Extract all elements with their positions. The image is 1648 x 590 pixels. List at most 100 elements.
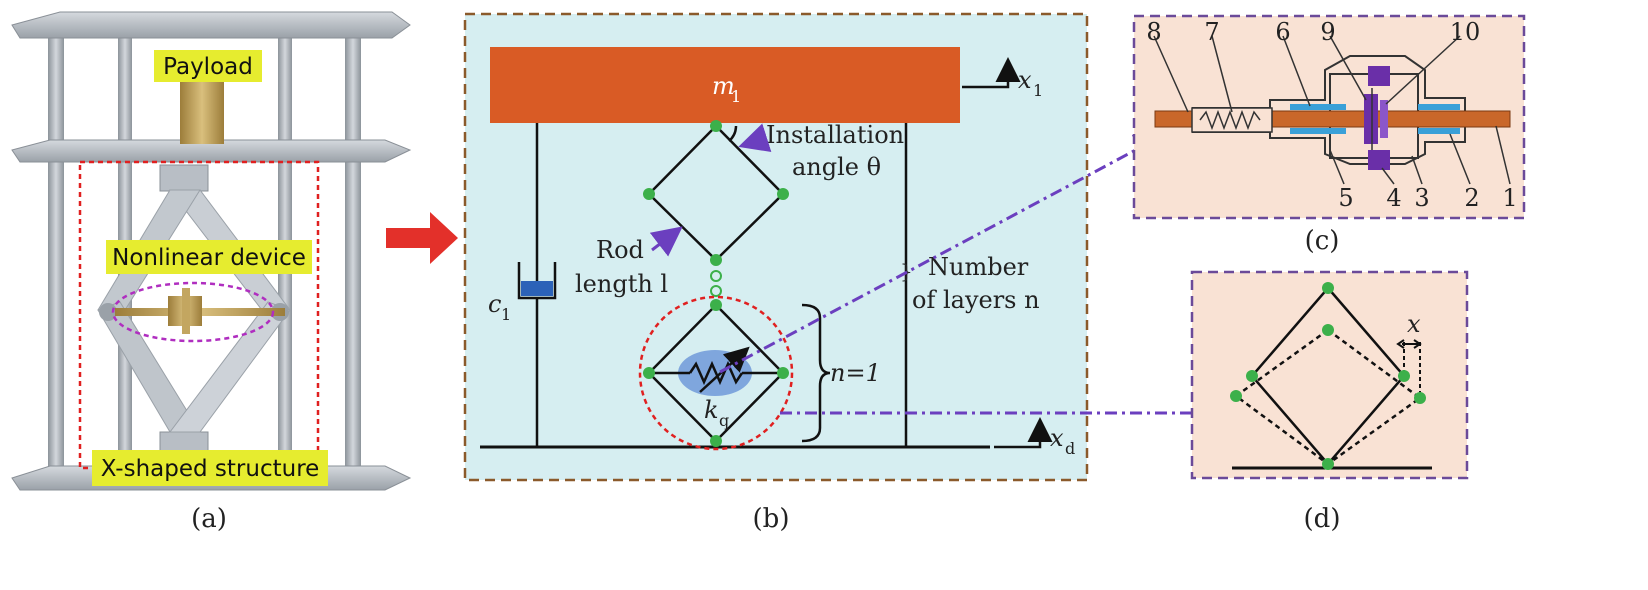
disp-arrow-heads xyxy=(1396,339,1422,349)
node xyxy=(1414,392,1426,404)
leader-8 xyxy=(1153,35,1189,113)
layers-label-1: Number xyxy=(928,253,1029,281)
node xyxy=(1230,390,1242,402)
n-brace xyxy=(801,303,831,443)
liner-right xyxy=(1418,104,1460,110)
part-number: 5 xyxy=(1338,184,1353,212)
xd-label: x xyxy=(1050,424,1064,452)
mass-subscript: 1 xyxy=(731,87,741,106)
leader-10 xyxy=(1385,35,1461,105)
liner-left xyxy=(1290,104,1346,110)
angle-arc xyxy=(728,125,738,142)
node xyxy=(710,254,722,266)
device-dashed-box xyxy=(78,160,320,470)
mass-block xyxy=(490,47,960,123)
angle-pointer xyxy=(738,123,772,153)
part-number: 8 xyxy=(1146,18,1161,46)
damper-subscript: 1 xyxy=(501,305,511,324)
node xyxy=(1322,458,1334,470)
upper-mount-block xyxy=(159,164,209,192)
angle-label-2: angle θ xyxy=(792,153,881,181)
panel-d: x (d) xyxy=(1190,270,1469,534)
caption-b: (b) xyxy=(753,504,790,534)
node xyxy=(643,188,655,200)
frame-post xyxy=(345,32,361,487)
payload-tag-bg xyxy=(154,50,262,82)
xd-arrow xyxy=(994,417,1053,449)
leader-3 xyxy=(1411,155,1423,185)
part-number: 2 xyxy=(1464,184,1479,212)
magnet-center-2 xyxy=(1380,100,1388,138)
x1-arrow xyxy=(962,57,1021,89)
node xyxy=(777,188,789,200)
device-tag: Nonlinear device xyxy=(112,245,306,271)
inner-spring xyxy=(1199,109,1261,131)
device-tag-bg xyxy=(106,240,312,274)
spring-subscript: q xyxy=(719,411,729,430)
damper-piston xyxy=(521,281,553,296)
n-equals-label: n=1 xyxy=(830,359,881,387)
node xyxy=(1322,324,1334,336)
node xyxy=(710,120,722,132)
liner-left xyxy=(1290,128,1346,134)
leader-5 xyxy=(1329,149,1345,185)
connector-to-c xyxy=(719,134,1166,374)
leader-4 xyxy=(1381,167,1395,185)
layers-label-2: of layers n xyxy=(912,286,1040,314)
top-plate xyxy=(11,11,411,39)
part-number: 10 xyxy=(1450,18,1481,46)
disp-label: x xyxy=(1407,310,1421,338)
leader-6 xyxy=(1282,35,1311,107)
part-number: 1 xyxy=(1502,184,1517,212)
node xyxy=(710,435,722,447)
panel-b: m 1 x 1 x d c 1 xyxy=(463,12,1089,534)
leader-7 xyxy=(1211,35,1233,113)
xd-subscript: d xyxy=(1065,439,1075,458)
x1-label: x xyxy=(1018,66,1032,94)
middle-plate xyxy=(11,139,412,163)
node xyxy=(710,299,722,311)
liner-right xyxy=(1418,128,1460,134)
node xyxy=(1246,370,1258,382)
device-highlight-ellipse xyxy=(111,281,275,343)
node xyxy=(1398,370,1410,382)
node xyxy=(777,367,789,379)
payload-cylinder xyxy=(180,78,224,144)
part-number: 7 xyxy=(1204,18,1219,46)
structure-tag-bg xyxy=(92,450,328,486)
x1-subscript: 1 xyxy=(1033,81,1043,100)
payload-tag: Payload xyxy=(163,54,253,80)
hinge xyxy=(99,303,117,321)
damper-label: c xyxy=(488,290,501,318)
mass-label: m xyxy=(712,72,735,100)
spring-label: k xyxy=(704,396,719,424)
rod-pointer xyxy=(649,226,683,257)
part-number: 6 xyxy=(1275,18,1290,46)
node xyxy=(1322,282,1334,294)
damper-cup xyxy=(517,262,557,300)
panel-a: Payload Nonlinear device X-shaped struct… xyxy=(11,11,412,534)
structure-tag: X-shaped structure xyxy=(101,456,320,482)
panel-c: 8 7 6 9 10 5 4 3 2 1 (c) xyxy=(1132,14,1526,256)
leader-9 xyxy=(1329,35,1367,101)
caption-d: (d) xyxy=(1304,504,1341,534)
magnet-bottom xyxy=(1368,150,1390,170)
chain-node xyxy=(710,285,722,297)
caption-c: (c) xyxy=(1305,226,1340,256)
frame-post xyxy=(48,32,64,487)
leader-2 xyxy=(1449,133,1471,185)
part-number: 3 xyxy=(1414,184,1429,212)
magnet-center xyxy=(1364,94,1378,144)
unit-highlight-circle xyxy=(638,295,794,451)
rod-label-1: Rod xyxy=(596,236,644,264)
leader-1 xyxy=(1495,125,1511,185)
panel-d-frame xyxy=(1190,270,1469,480)
node xyxy=(643,367,655,379)
rod-label-2: length l xyxy=(575,270,668,298)
device-flange xyxy=(182,288,190,334)
caption-a: (a) xyxy=(191,504,227,534)
spring-zigzag xyxy=(688,360,744,386)
angle-label-1: Installation xyxy=(766,121,904,149)
chain-node xyxy=(710,270,722,282)
